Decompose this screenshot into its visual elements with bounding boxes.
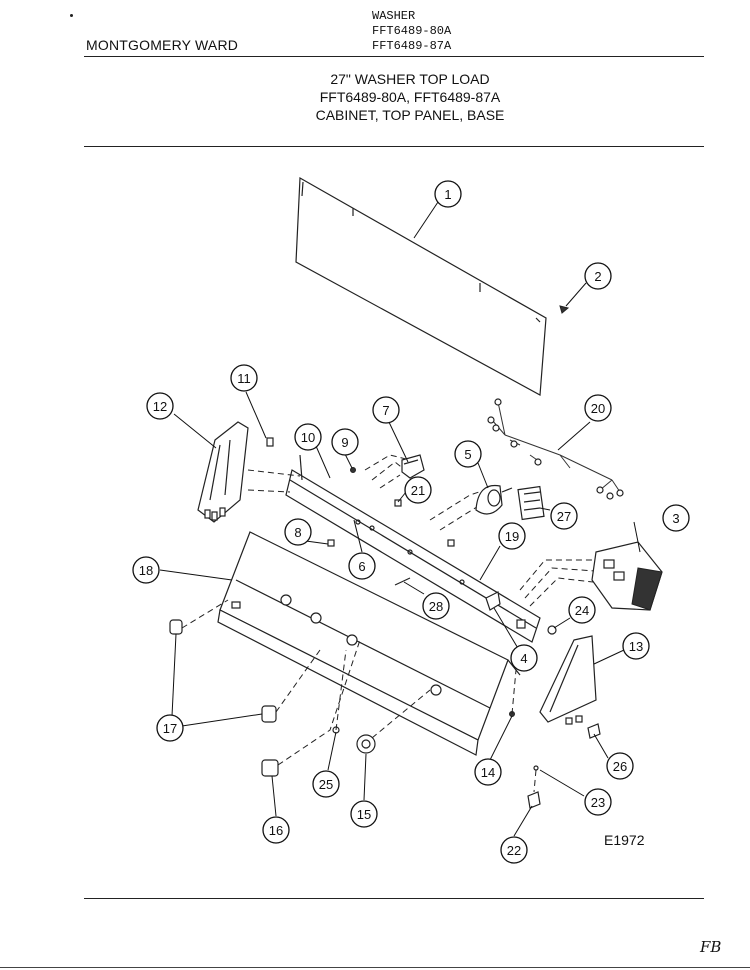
part-28 <box>394 577 411 586</box>
model-number-2: FFT6489-87A <box>372 39 452 53</box>
part-knob-17-lower <box>261 649 321 723</box>
part-side-bracket-right <box>539 635 597 725</box>
svg-text:18: 18 <box>139 563 153 578</box>
callout-20: 20 <box>584 394 612 422</box>
callout-27: 27 <box>550 502 578 530</box>
svg-text:12: 12 <box>153 399 167 414</box>
title-rule <box>84 146 704 147</box>
callout-10: 10 <box>294 423 322 451</box>
callout-5: 5 <box>454 440 482 468</box>
svg-text:16: 16 <box>269 823 283 838</box>
callout-4: 4 <box>510 644 538 672</box>
callout-21: 21 <box>404 476 432 504</box>
svg-text:23: 23 <box>591 795 605 810</box>
part-14 <box>509 669 517 717</box>
svg-text:9: 9 <box>341 435 348 450</box>
svg-text:28: 28 <box>429 599 443 614</box>
svg-text:1: 1 <box>444 187 451 202</box>
svg-text:21: 21 <box>411 483 425 498</box>
svg-text:10: 10 <box>301 430 315 445</box>
svg-text:13: 13 <box>629 639 643 654</box>
svg-text:5: 5 <box>464 447 471 462</box>
callout-15: 15 <box>350 800 378 828</box>
part-22 <box>527 791 541 809</box>
diagram-code: E1972 <box>604 832 645 848</box>
svg-text:4: 4 <box>520 651 527 666</box>
callout-7: 7 <box>372 396 400 424</box>
callout-28: 28 <box>422 592 450 620</box>
part-controller-3 <box>591 541 663 611</box>
part-25 <box>332 649 347 734</box>
callout-12: 12 <box>146 392 174 420</box>
svg-text:19: 19 <box>505 529 519 544</box>
callout-16: 16 <box>262 816 290 844</box>
svg-text:2: 2 <box>594 269 601 284</box>
callout-18: 18 <box>132 556 160 584</box>
svg-text:6: 6 <box>358 559 365 574</box>
title-line-1: 27" WASHER TOP LOAD <box>330 71 490 87</box>
svg-text:22: 22 <box>507 843 521 858</box>
part-clip-11 <box>266 437 274 447</box>
svg-text:14: 14 <box>481 765 495 780</box>
svg-text:26: 26 <box>613 759 627 774</box>
callout-3: 3 <box>662 504 690 532</box>
model-block: WASHER FFT6489-80A FFT6489-87A <box>372 9 451 54</box>
part-timer-5 <box>475 484 513 515</box>
callout-23: 23 <box>584 788 612 816</box>
svg-text:8: 8 <box>294 525 301 540</box>
callout-19: 19 <box>498 522 526 550</box>
svg-text:25: 25 <box>319 777 333 792</box>
part-23 <box>533 765 539 793</box>
callout-11: 11 <box>230 364 258 392</box>
part-9 <box>350 467 356 473</box>
part-knob-16 <box>261 639 361 777</box>
footer-rule <box>84 898 704 899</box>
callout-2: 2 <box>584 262 612 290</box>
title-block: 27" WASHER TOP LOAD FFT6489-80A, FFT6489… <box>200 70 620 124</box>
svg-text:15: 15 <box>357 807 371 822</box>
part-rear-panel <box>295 176 547 396</box>
part-screw-2 <box>559 305 570 314</box>
svg-text:27: 27 <box>557 509 571 524</box>
part-27 <box>517 485 545 521</box>
callout-9: 9 <box>331 428 359 456</box>
callout-26: 26 <box>606 752 634 780</box>
appliance-type: WASHER <box>372 9 416 23</box>
scan-dot <box>70 14 73 17</box>
callout-1: 1 <box>434 180 462 208</box>
svg-text:3: 3 <box>672 511 679 526</box>
control-routing-lines <box>247 454 611 607</box>
part-26 <box>587 723 601 739</box>
leader-lines <box>159 201 641 837</box>
callout-22: 22 <box>500 836 528 864</box>
part-21 <box>394 499 402 507</box>
callout-24: 24 <box>568 596 596 624</box>
page-mark: FB <box>700 938 722 956</box>
callout-25: 25 <box>312 770 340 798</box>
part-front-control-panel <box>217 531 521 756</box>
svg-text:7: 7 <box>382 403 389 418</box>
callout-17: 17 <box>156 714 184 742</box>
svg-text:11: 11 <box>237 371 251 386</box>
callout-6: 6 <box>348 552 376 580</box>
svg-text:24: 24 <box>575 603 589 618</box>
model-number-1: FFT6489-80A <box>372 24 452 38</box>
part-wire-harness <box>487 398 624 500</box>
brand-name: MONTGOMERY WARD <box>86 37 239 53</box>
svg-text:20: 20 <box>591 401 605 416</box>
callout-13: 13 <box>622 632 650 660</box>
callout-8: 8 <box>284 518 312 546</box>
page-edge-rule <box>0 967 750 968</box>
title-line-2: FFT6489-80A, FFT6489-87A <box>319 89 501 105</box>
part-4 <box>485 591 501 611</box>
title-line-3: CABINET, TOP PANEL, BASE <box>315 107 505 123</box>
part-side-bracket-left <box>197 421 249 523</box>
svg-text:17: 17 <box>163 721 177 736</box>
part-8 <box>327 539 335 547</box>
header-rule <box>84 56 704 57</box>
callout-14: 14 <box>474 758 502 786</box>
part-dial-15 <box>356 689 431 754</box>
